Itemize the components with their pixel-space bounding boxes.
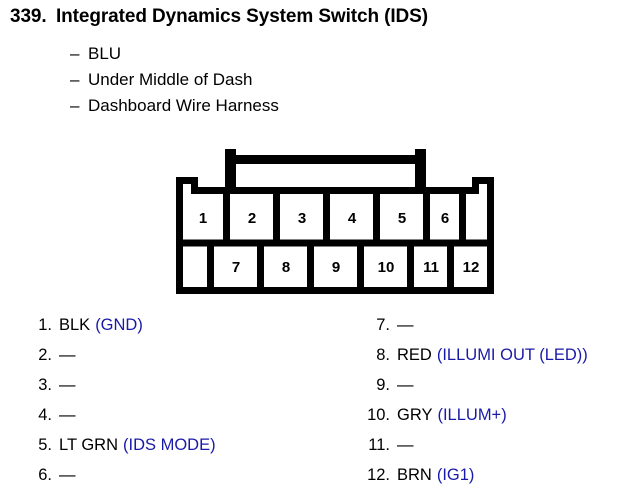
pin-wire-color: BRN — [397, 466, 432, 484]
pin-index: 7. — [376, 316, 390, 334]
pin-index: 6. — [38, 466, 52, 484]
pin-label-7: 7 — [232, 259, 240, 276]
page-title: 339. Integrated Dynamics System Switch (I… — [10, 6, 428, 28]
connector-outline-svg: 1 2 3 4 5 6 7 8 9 10 11 12 — [176, 149, 494, 294]
pin-wire-color: — — [59, 466, 76, 484]
pin-function: (IG1) — [436, 466, 475, 484]
pin-index: 1. — [38, 316, 52, 334]
pinout-row: 4. — — [22, 400, 216, 430]
dash-icon: – — [70, 96, 80, 115]
pin-label-5: 5 — [398, 210, 406, 227]
pinout-row: 8. RED(ILLUMI OUT (LED)) — [360, 340, 588, 370]
pin-label-10: 10 — [378, 259, 395, 276]
top-row-dividers — [223, 190, 466, 243]
connector-body-outline — [176, 177, 494, 294]
detail-item-label: Dashboard Wire Harness — [88, 96, 279, 115]
pin-index: 8. — [376, 346, 390, 364]
dash-icon: – — [70, 70, 80, 89]
pin-label-9: 9 — [332, 259, 340, 276]
pin-label-11: 11 — [423, 259, 439, 276]
pin-label-8: 8 — [282, 259, 290, 276]
pinout-row: 3. — — [22, 370, 216, 400]
entry-title: Integrated Dynamics System Switch (IDS) — [56, 6, 428, 27]
pin-index: 10. — [367, 406, 390, 424]
pin-wire-color: — — [397, 316, 414, 334]
detail-item-color: –BLU — [70, 41, 279, 67]
pin-wire-color: GRY — [397, 406, 433, 424]
pin-label-4: 4 — [348, 210, 357, 227]
pin-wire-color: BLK — [59, 316, 91, 334]
pinout-column-left: 1. BLK(GND) 2. — 3. — 4. — 5. LT GRN(IDS MODE… — [22, 310, 216, 490]
detail-item-location: –Under Middle of Dash — [70, 67, 279, 93]
pin-label-2: 2 — [248, 210, 256, 227]
pin-function: (ILLUM+) — [437, 406, 507, 424]
dash-icon: – — [70, 44, 80, 63]
pin-wire-color: — — [397, 436, 414, 454]
pin-function: (GND) — [95, 316, 143, 334]
pin-wire-color: — — [59, 406, 76, 424]
pin-index: 3. — [38, 376, 52, 394]
detail-item-label: BLU — [88, 44, 122, 63]
connector-detail-list: –BLU –Under Middle of Dash –Dashboard Wi… — [70, 41, 279, 119]
pinout-row: 2. — — [22, 340, 216, 370]
pin-function: (ILLUMI OUT (LED)) — [436, 346, 588, 364]
pinout-legend: 1. BLK(GND) 2. — 3. — 4. — 5. LT GRN(IDS MODE… — [0, 310, 638, 494]
pin-label-1: 1 — [199, 210, 207, 227]
pinout-row: 9. — — [360, 370, 588, 400]
pin-index: 4. — [38, 406, 52, 424]
connector-latch — [225, 149, 426, 187]
pin-index: 9. — [376, 376, 390, 394]
pinout-row: 10. GRY(ILLUM+) — [360, 400, 588, 430]
pin-index: 2. — [38, 346, 52, 364]
pin-index: 11. — [368, 436, 390, 454]
pin-index: 12. — [367, 466, 390, 484]
pinout-column-right: 7.— 8.RED(ILLUMI OUT (LED)) 9.— 10.GRY(I… — [360, 310, 588, 490]
pin-function: (IDS MODE) — [122, 436, 216, 454]
entry-number: 339. — [10, 6, 47, 27]
pin-wire-color: — — [397, 376, 414, 394]
pin-wire-color: RED — [397, 346, 432, 364]
pin-label-6: 6 — [441, 210, 449, 227]
bottom-row-dividers — [207, 243, 454, 291]
pin-wire-color: LT GRN — [59, 436, 118, 454]
pinout-row: 1. BLK(GND) — [22, 310, 216, 340]
pin-wire-color: — — [59, 376, 76, 394]
pinout-row: 7. — — [360, 310, 588, 340]
pin-index: 5. — [38, 436, 52, 454]
pin-label-12: 12 — [463, 259, 480, 276]
pinout-row: 5. LT GRN(IDS MODE) — [22, 430, 216, 460]
detail-item-label: Under Middle of Dash — [88, 70, 253, 89]
pinout-row: 12. BRN(IG1) — [360, 460, 588, 490]
pinout-row: 6. — — [22, 460, 216, 490]
detail-item-harness: –Dashboard Wire Harness — [70, 93, 279, 119]
connector-pin-diagram: 1 2 3 4 5 6 7 8 9 10 11 12 — [170, 144, 500, 300]
pin-wire-color: — — [59, 346, 76, 364]
pinout-row: 11. — — [360, 430, 588, 460]
pin-label-3: 3 — [298, 210, 306, 227]
